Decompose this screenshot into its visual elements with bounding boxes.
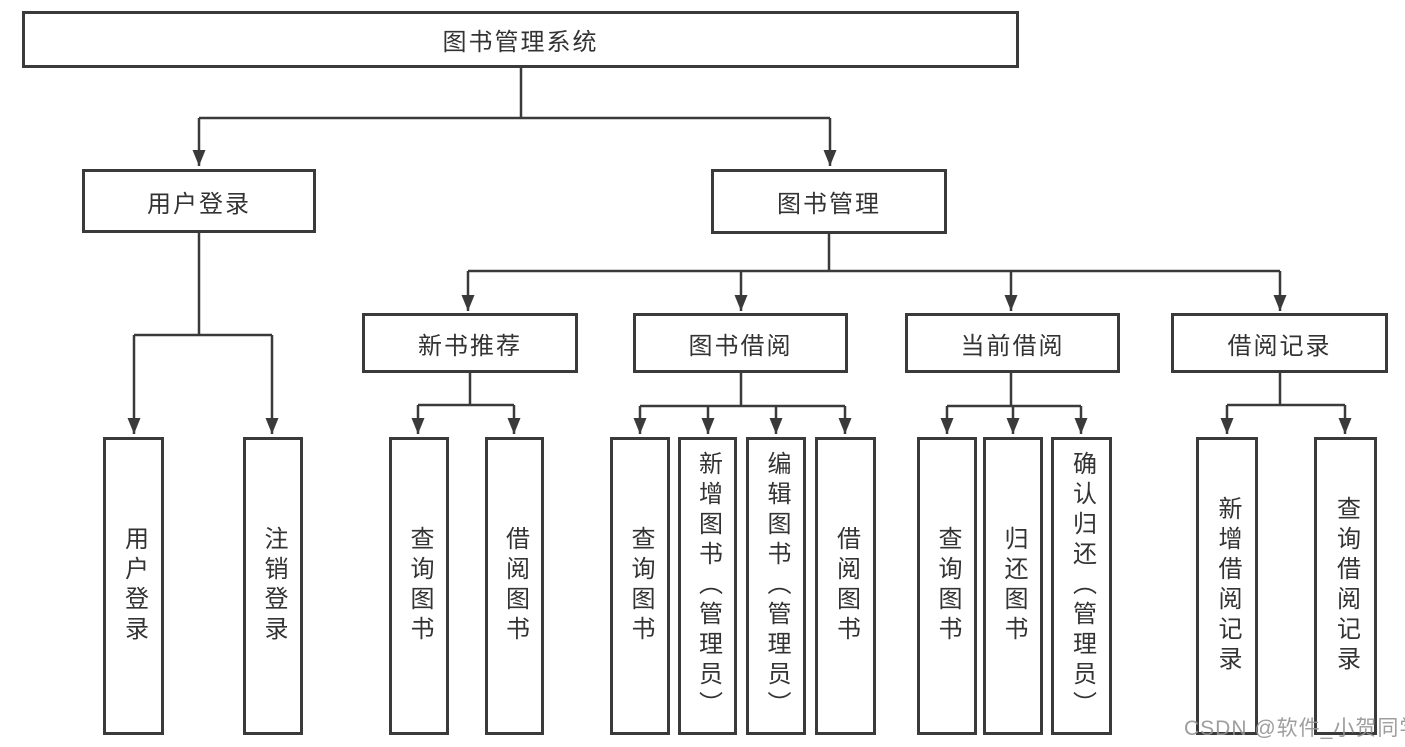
leaf-add-books-admin: 新增图书（管理员） — [678, 437, 737, 735]
leaf-label: 新增借阅记录 — [1214, 496, 1241, 676]
leaf-edit-books-admin: 编辑图书（管理员） — [746, 437, 806, 735]
leaf-label: 查询图书 — [627, 526, 654, 646]
leaf-query-books-recommend: 查询图书 — [389, 437, 449, 735]
node-library-management-system: 图书管理系统 — [22, 11, 1019, 68]
leaf-borrow-books-borrowing: 借阅图书 — [815, 437, 876, 735]
leaf-label: 借阅图书 — [832, 526, 860, 646]
leaf-add-borrow-record: 新增借阅记录 — [1196, 437, 1258, 735]
leaf-user-login-action: 用户登录 — [103, 437, 164, 735]
leaf-query-books-current: 查询图书 — [917, 437, 977, 735]
leaf-label: 归还图书 — [1000, 526, 1027, 646]
node-user-login: 用户登录 — [82, 169, 316, 233]
leaf-logout-action: 注销登录 — [243, 437, 303, 735]
leaf-confirm-return-admin: 确认归还（管理员） — [1051, 437, 1112, 735]
leaf-return-books: 归还图书 — [983, 437, 1043, 735]
leaf-borrow-books-recommend: 借阅图书 — [485, 437, 544, 735]
leaf-label: 注销登录 — [260, 526, 287, 646]
node-book-borrowing: 图书借阅 — [633, 313, 848, 373]
leaf-label: 查询借阅记录 — [1332, 496, 1360, 676]
node-book-management: 图书管理 — [711, 169, 947, 234]
node-borrowing-records: 借阅记录 — [1171, 313, 1388, 373]
leaf-label: 确认归还（管理员） — [1068, 451, 1096, 721]
csdn-watermark: CSDN @软件_小贺同学 — [1184, 717, 1405, 740]
leaf-label: 编辑图书（管理员） — [763, 451, 790, 721]
leaf-query-books-borrowing: 查询图书 — [610, 437, 670, 735]
leaf-label: 用户登录 — [120, 526, 148, 646]
leaf-query-borrow-record: 查询借阅记录 — [1314, 437, 1377, 735]
node-current-borrowing: 当前借阅 — [905, 313, 1120, 373]
leaf-label: 查询图书 — [406, 526, 433, 646]
node-new-book-recommend: 新书推荐 — [362, 313, 578, 373]
leaf-label: 借阅图书 — [501, 526, 529, 646]
leaf-label: 新增图书（管理员） — [694, 451, 722, 721]
leaf-label: 查询图书 — [934, 526, 961, 646]
